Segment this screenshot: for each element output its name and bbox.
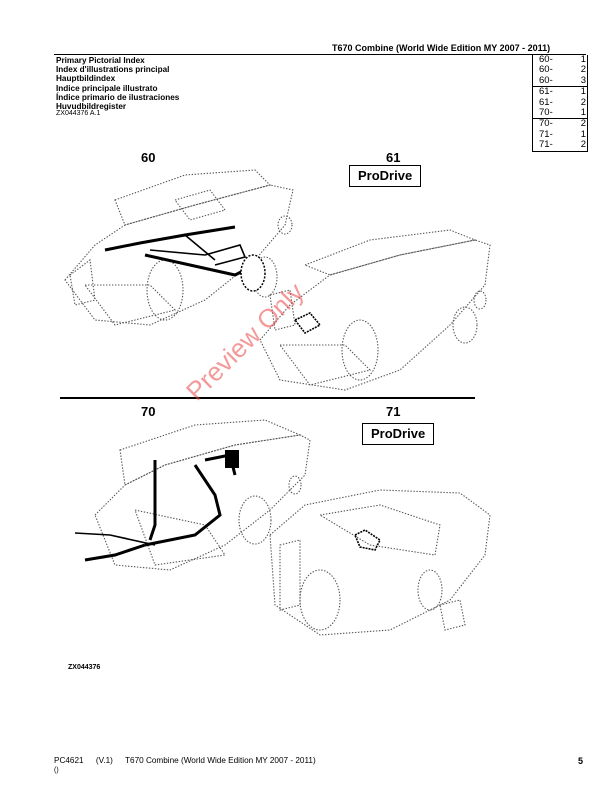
section-label-61[interactable]: 61 bbox=[386, 150, 401, 165]
page-footer: PC4621 (V.1) T670 Combine (World Wide Ed… bbox=[54, 756, 326, 765]
index-group-no: 70- bbox=[539, 118, 553, 130]
index-titles: Primary Pictorial Index Index d'illustra… bbox=[56, 56, 179, 111]
index-page-no: 2 bbox=[580, 64, 586, 76]
index-group: 61- 1 61- 2 70- 1 bbox=[533, 86, 587, 120]
prodrive-badge: ProDrive bbox=[362, 423, 435, 445]
index-page-no: 1 bbox=[580, 128, 586, 140]
index-row[interactable]: 60- 1 bbox=[533, 54, 587, 65]
footer-version: (V.1) bbox=[95, 756, 113, 765]
index-group-no: 60- bbox=[539, 74, 553, 86]
index-row[interactable]: 60- 3 bbox=[533, 74, 587, 86]
index-row[interactable]: 71- 1 bbox=[533, 128, 587, 140]
index-row[interactable]: 70- 2 bbox=[533, 118, 587, 130]
index-title-de: Hauptbildindex bbox=[56, 74, 116, 84]
index-page-no: 2 bbox=[580, 139, 586, 151]
index-row[interactable]: 71- 2 bbox=[533, 139, 587, 151]
prodrive-badge: ProDrive bbox=[349, 165, 422, 187]
index-group-no: 71- bbox=[539, 139, 553, 151]
index-group-no: 70- bbox=[539, 106, 553, 118]
section-label-71[interactable]: 71 bbox=[386, 404, 401, 419]
index-group-no: 60- bbox=[539, 64, 553, 76]
index-page-no: 1 bbox=[580, 106, 586, 118]
section-label-70[interactable]: 70 bbox=[141, 404, 156, 419]
combine-illustration-71[interactable] bbox=[260, 485, 500, 645]
combine-illustration-60[interactable] bbox=[55, 165, 305, 335]
reference-code: ZX044376 A.1 bbox=[56, 110, 101, 117]
index-title-fr: Index d'illustrations principal bbox=[56, 65, 170, 75]
footer-doc-code: PC4621 bbox=[54, 756, 84, 765]
index-group-no: 61- bbox=[539, 96, 553, 108]
page-number: 5 bbox=[578, 756, 584, 766]
combine-illustration-61[interactable] bbox=[250, 195, 500, 395]
index-row[interactable]: 60- 2 bbox=[533, 64, 587, 76]
index-page-no: 3 bbox=[580, 74, 586, 86]
index-group: 70- 2 71- 1 71- 2 bbox=[533, 118, 587, 152]
index-group-no: 61- bbox=[539, 86, 553, 98]
footer-subline: () bbox=[54, 767, 59, 774]
index-page-no: 2 bbox=[580, 96, 586, 108]
index-group-no: 71- bbox=[539, 128, 553, 140]
index-row[interactable]: 61- 1 bbox=[533, 86, 587, 98]
footer-title: T670 Combine (World Wide Edition MY 2007… bbox=[125, 756, 316, 765]
combine-illustration-70[interactable] bbox=[55, 415, 315, 585]
index-page-no: 1 bbox=[580, 86, 586, 98]
index-table: 60- 1 60- 2 60- 3 61- 1 61- 2 70- 1 70- 2 71- 1 … bbox=[532, 54, 588, 152]
document-title: T670 Combine (World Wide Edition MY 2007… bbox=[332, 43, 551, 53]
index-row[interactable]: 61- 2 bbox=[533, 96, 587, 108]
figure-code: ZX044376 bbox=[68, 664, 101, 671]
section-divider bbox=[60, 397, 475, 399]
index-page-no: 1 bbox=[580, 54, 586, 65]
index-page-no: 2 bbox=[580, 118, 586, 130]
index-group: 60- 1 60- 2 60- 3 bbox=[533, 54, 587, 88]
index-group-no: 60- bbox=[539, 54, 553, 65]
header-rule bbox=[54, 54, 586, 55]
index-title-sv: Huvudbildregister bbox=[56, 102, 127, 112]
index-title-en: Primary Pictorial Index bbox=[56, 56, 145, 65]
index-title-es: Índice primario de ilustraciones bbox=[56, 92, 180, 102]
section-label-60[interactable]: 60 bbox=[141, 150, 156, 165]
index-row[interactable]: 70- 1 bbox=[533, 106, 587, 118]
index-title-it: Indice principale illustrato bbox=[56, 83, 158, 93]
